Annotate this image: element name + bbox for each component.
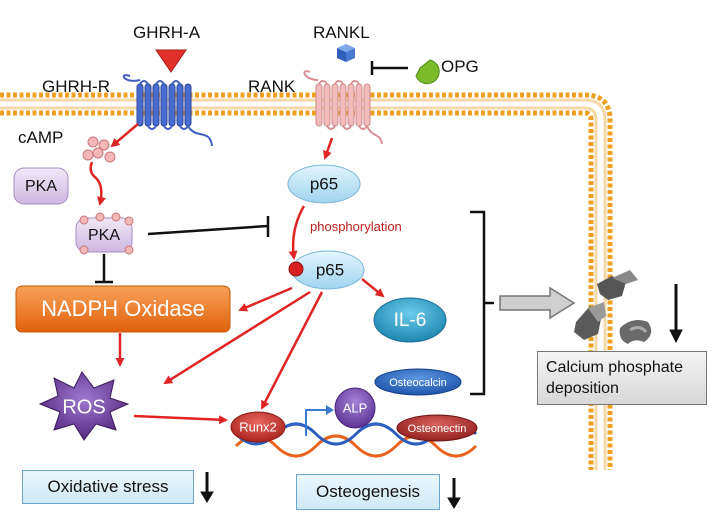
rankl-ligand <box>337 44 355 62</box>
decrease-arrows <box>200 284 683 509</box>
oxidative-stress-label: Oxidative stress <box>47 477 169 496</box>
opg-label: OPG <box>441 57 479 76</box>
il6-label: IL-6 <box>394 310 427 331</box>
ghrh-r-label: GHRH-R <box>42 77 110 96</box>
nadph-oxidase-label: NADPH Oxidase <box>41 296 205 321</box>
pka-bound-camp <box>79 212 134 255</box>
p65-top-node <box>287 164 361 204</box>
alp-label: ALP <box>343 400 368 415</box>
il6-node <box>373 297 447 343</box>
ghrh-a-ligand <box>155 49 187 73</box>
phosphate-group-icon <box>288 261 304 277</box>
rankl-label: RANKL <box>313 23 370 42</box>
pka-free-node <box>13 167 69 205</box>
cell-membrane <box>0 92 613 470</box>
ghrh-a-label: GHRH-A <box>133 23 201 42</box>
osteocalcin-node <box>374 368 462 396</box>
ros-label: ROS <box>62 396 105 418</box>
calcium-phosphate-box: Calcium phosphate deposition <box>537 351 707 405</box>
rank-receptor <box>303 70 383 145</box>
osteogenesis-label: Osteogenesis <box>316 482 420 501</box>
calcium-phosphate-line2: deposition <box>546 380 619 397</box>
runx2-alp-arrow <box>305 409 326 436</box>
phosphorylation-label: phosphorylation <box>310 219 402 234</box>
osteonectin-label: Osteonectin <box>408 423 467 435</box>
runx2-label: Runx2 <box>239 419 277 434</box>
rank-label: RANK <box>248 77 296 96</box>
p65-top-label: p65 <box>310 174 338 193</box>
pka-active-label: PKA <box>88 227 120 244</box>
runx2-node <box>230 411 286 443</box>
oxidative-stress-box: Oxidative stress <box>22 470 194 504</box>
osteocalcin-label: Osteocalcin <box>389 377 446 389</box>
ros-node <box>38 371 130 441</box>
alp-node <box>334 387 376 429</box>
osteogenesis-box: Osteogenesis <box>296 474 440 510</box>
nadph-oxidase-node <box>15 285 231 333</box>
activation-arrows <box>89 123 385 425</box>
pka-free-label: PKA <box>25 178 57 195</box>
inhibition-lines <box>95 216 270 284</box>
camp-molecules <box>82 136 116 163</box>
opg-icon <box>415 59 440 85</box>
ghrh-r-receptor <box>122 74 213 147</box>
summary-bracket <box>470 210 494 396</box>
summary-arrow <box>499 286 576 320</box>
opg-inhibition <box>370 61 408 75</box>
osteonectin-node <box>396 414 478 442</box>
camp-label: cAMP <box>18 128 63 147</box>
calcium-crystals-icon <box>574 270 652 344</box>
p65-bottom-label: p65 <box>316 260 344 279</box>
calcium-phosphate-line1: Calcium phosphate <box>546 359 683 376</box>
runx2-alp-arrowhead <box>326 405 334 415</box>
